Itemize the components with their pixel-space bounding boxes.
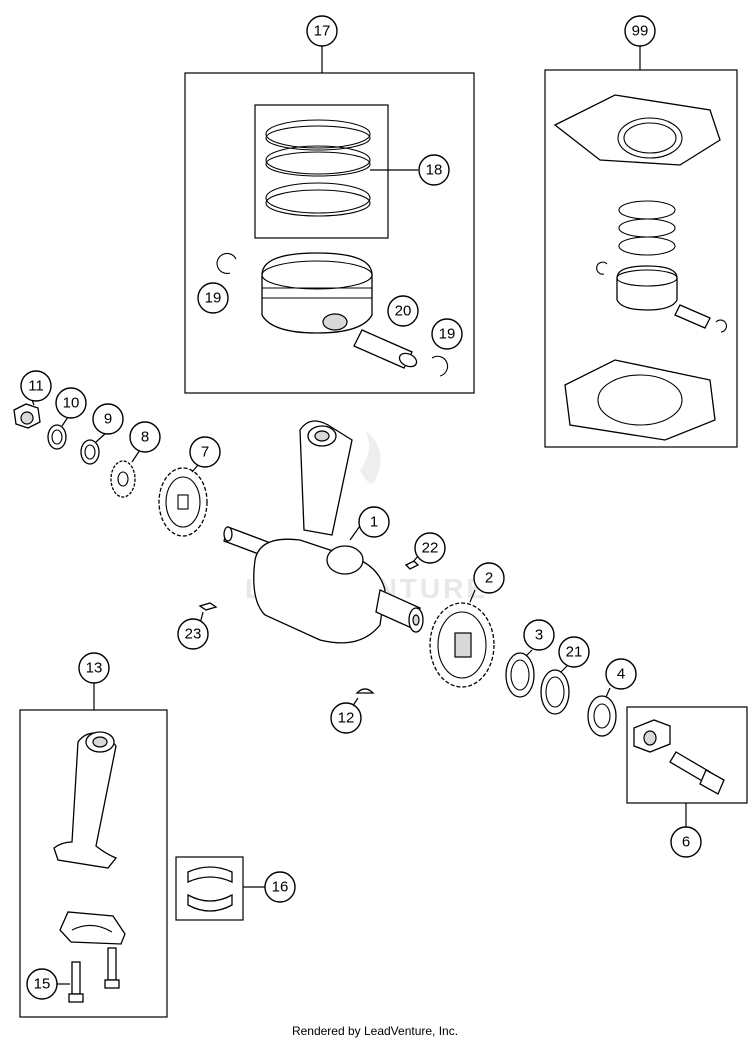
crankshaft[interactable] xyxy=(223,420,424,644)
callout-23[interactable]: 23 xyxy=(177,618,209,650)
bolt-kit-group xyxy=(626,706,748,828)
gear-2[interactable] xyxy=(429,602,495,688)
bearing-shells[interactable] xyxy=(187,866,233,912)
callout-7[interactable]: 7 xyxy=(189,436,221,468)
callout-15[interactable]: 15 xyxy=(26,968,58,1000)
callout-12-label: 12 xyxy=(338,710,355,727)
gasket-kit-box xyxy=(544,69,738,448)
callout-16[interactable]: 16 xyxy=(264,871,296,903)
callout-13-label: 13 xyxy=(86,660,103,677)
callout-3[interactable]: 3 xyxy=(523,619,555,651)
bolt-kit-box xyxy=(626,706,748,804)
callout-6-label: 6 xyxy=(682,834,690,851)
kit-piston[interactable] xyxy=(616,265,678,311)
callout-21[interactable]: 21 xyxy=(558,636,590,668)
bearing-shells-box xyxy=(175,856,265,921)
kit-circlip-right[interactable] xyxy=(715,319,727,333)
spacer[interactable] xyxy=(633,719,671,753)
callout-3-label: 3 xyxy=(535,627,543,644)
piston-kit-group xyxy=(184,45,475,394)
base-gasket[interactable] xyxy=(564,359,716,441)
callout-16-label: 16 xyxy=(272,879,289,896)
callout-19-right[interactable]: 19 xyxy=(431,318,463,350)
connecting-rod[interactable] xyxy=(53,731,118,869)
callout-6[interactable]: 6 xyxy=(670,826,702,858)
callout-8[interactable]: 8 xyxy=(129,421,161,453)
kit-piston-rings[interactable] xyxy=(618,200,676,256)
callout-4-label: 4 xyxy=(617,666,625,683)
woodruff-key-23[interactable] xyxy=(198,602,218,611)
piston-kit-box xyxy=(184,72,475,394)
callout-19-left-label: 19 xyxy=(205,290,222,307)
callout-10-label: 10 xyxy=(63,395,80,412)
kit-piston-pin[interactable] xyxy=(674,304,711,329)
callout-18-label: 18 xyxy=(426,162,443,179)
rod-cap[interactable] xyxy=(59,911,126,945)
callout-17[interactable]: 17 xyxy=(306,15,338,47)
callout-22[interactable]: 22 xyxy=(414,532,446,564)
washer-10[interactable] xyxy=(47,424,67,450)
washer-3[interactable] xyxy=(505,652,535,698)
callout-18[interactable]: 18 xyxy=(418,154,450,186)
callout-23-label: 23 xyxy=(185,626,202,643)
woodruff-key-12[interactable] xyxy=(355,688,375,694)
nut[interactable] xyxy=(13,403,41,429)
piston[interactable] xyxy=(261,252,373,334)
callout-9-label: 9 xyxy=(104,411,112,428)
circlip-left[interactable] xyxy=(216,252,237,274)
callout-2-label: 2 xyxy=(485,570,493,587)
callout-7-label: 7 xyxy=(201,444,209,461)
washer-9[interactable] xyxy=(80,439,100,465)
callout-19-right-label: 19 xyxy=(439,326,456,343)
callout-15-label: 15 xyxy=(34,976,51,993)
callout-1[interactable]: 1 xyxy=(358,506,390,538)
circlip-right[interactable] xyxy=(431,355,449,377)
callout-11[interactable]: 11 xyxy=(20,370,52,402)
callout-12[interactable]: 12 xyxy=(330,702,362,734)
callout-21-label: 21 xyxy=(566,644,583,661)
head-gasket[interactable] xyxy=(553,94,721,166)
callout-2[interactable]: 2 xyxy=(473,562,505,594)
callout-11-label: 11 xyxy=(28,378,44,395)
washer-21[interactable] xyxy=(540,669,570,715)
nut-4[interactable] xyxy=(587,695,617,737)
piston-rings-box xyxy=(254,104,389,239)
connecting-rod-group xyxy=(19,682,168,1018)
kit-circlip-left[interactable] xyxy=(596,261,608,275)
callout-99[interactable]: 99 xyxy=(624,15,656,47)
gasket-kit-group xyxy=(544,45,738,448)
gear-7[interactable] xyxy=(158,467,208,537)
woodruff-key-22[interactable] xyxy=(404,560,420,570)
callout-9[interactable]: 9 xyxy=(92,403,124,435)
callout-1-label: 1 xyxy=(370,514,378,531)
callout-99-label: 99 xyxy=(632,23,649,40)
bolt-6[interactable] xyxy=(669,751,725,795)
callout-19-left[interactable]: 19 xyxy=(197,282,229,314)
callout-20-label: 20 xyxy=(395,303,412,320)
rendered-by-footer: Rendered by LeadVenture, Inc. xyxy=(291,1024,459,1038)
callout-4[interactable]: 4 xyxy=(605,658,637,690)
callout-10[interactable]: 10 xyxy=(55,387,87,419)
piston-rings[interactable] xyxy=(265,119,371,217)
callout-20[interactable]: 20 xyxy=(387,295,419,327)
callout-17-label: 17 xyxy=(314,23,331,40)
sprocket-8[interactable] xyxy=(110,460,136,498)
piston-pin[interactable] xyxy=(353,329,419,369)
callout-8-label: 8 xyxy=(141,429,149,446)
callout-13[interactable]: 13 xyxy=(78,652,110,684)
rod-bolts[interactable] xyxy=(68,947,120,1003)
callout-22-label: 22 xyxy=(422,540,439,557)
